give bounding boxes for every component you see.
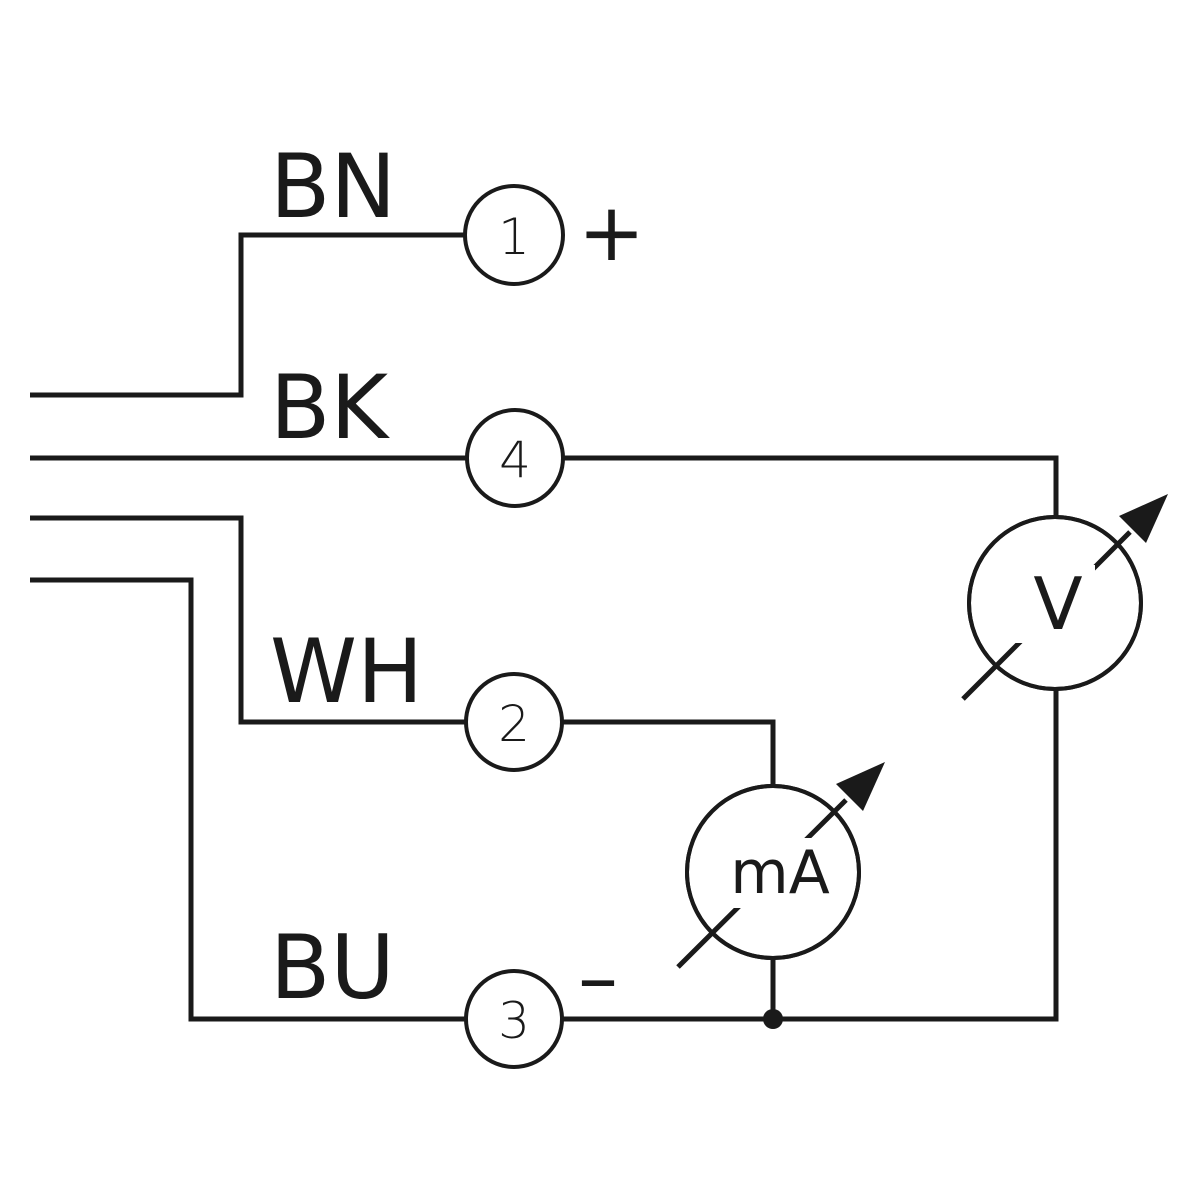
terminal-4: 4 — [465, 408, 565, 508]
voltmeter: V — [961, 494, 1168, 701]
ammeter: mA — [676, 762, 885, 969]
junction-dot — [763, 1009, 783, 1029]
ammeter-arrow-head-icon — [836, 762, 885, 811]
terminal-4-number: 4 — [499, 431, 531, 489]
wire-label-bk: BK — [270, 356, 390, 459]
terminal-3-number: 3 — [498, 992, 530, 1050]
terminal-3: 3 — [464, 969, 564, 1069]
wire-label-wh: WH — [270, 620, 423, 723]
voltmeter-label-bg — [1015, 565, 1095, 643]
ammeter-label-bg — [705, 838, 841, 908]
voltmeter-label: V — [1033, 562, 1082, 646]
wire-bk — [30, 455, 1059, 520]
terminal-2: 2 — [464, 672, 564, 772]
terminal-1: 1 — [463, 184, 565, 286]
wire-bn — [30, 232, 465, 398]
terminal-1-number: 1 — [498, 208, 530, 266]
plus-sign: + — [578, 186, 645, 279]
terminal-2-number: 2 — [498, 695, 530, 753]
voltmeter-arrow-head-icon — [1119, 494, 1168, 543]
minus-sign: – — [578, 931, 618, 1024]
wire-label-bn: BN — [270, 135, 396, 238]
wire-wh — [30, 515, 776, 785]
wire-return — [562, 690, 1059, 1022]
wire-bu — [30, 577, 466, 1022]
wire-label-bu: BU — [270, 916, 395, 1019]
ammeter-label: mA — [730, 838, 830, 908]
